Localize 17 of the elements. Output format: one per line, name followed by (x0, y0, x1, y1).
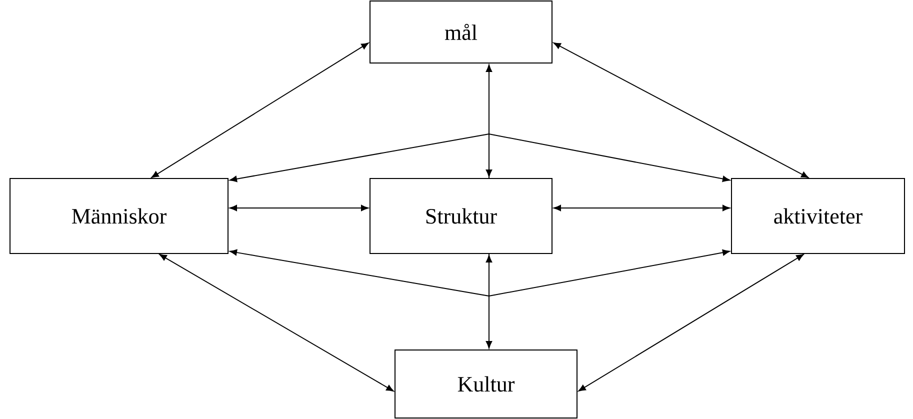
concept-box: Struktur (370, 178, 552, 254)
concept-box: Människor (10, 178, 228, 254)
arrow (488, 133, 730, 182)
arrow (488, 249, 730, 297)
arrow (486, 64, 492, 177)
arrow (229, 133, 490, 182)
arrow (159, 254, 394, 392)
arrow (553, 42, 809, 178)
arrow (486, 254, 492, 348)
concept-box: aktiviteter (731, 178, 905, 254)
concept-box: Kultur (394, 350, 578, 418)
concept-box: mål (370, 0, 552, 64)
arrow (230, 204, 369, 212)
arrow (578, 254, 804, 392)
arrow (554, 204, 730, 212)
arrow (151, 42, 369, 178)
arrow (229, 249, 490, 297)
